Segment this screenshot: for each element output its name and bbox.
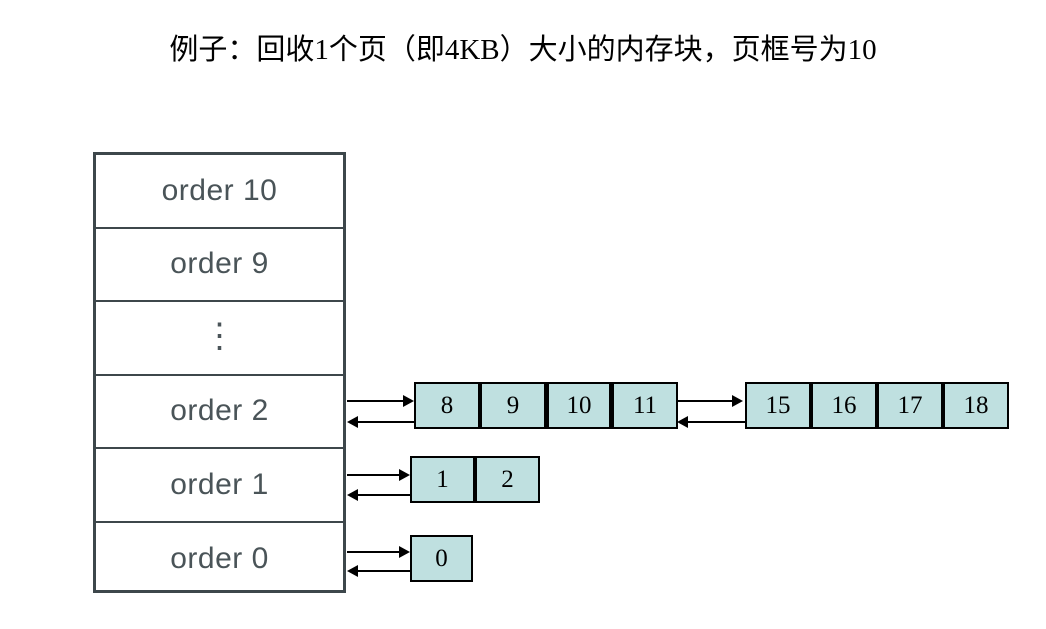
- arrowhead-order0-out: [399, 546, 410, 558]
- arrow-line-order1-out: [347, 474, 401, 476]
- arrow-line-order0-out: [347, 551, 401, 553]
- order-row-label: order 2: [170, 394, 269, 428]
- vertical-ellipsis-icon: ⋮: [202, 316, 237, 355]
- page-frame-box[interactable]: 0: [410, 535, 473, 582]
- arrowhead-order2-group-forward: [732, 395, 743, 407]
- order-row-9: order 9: [96, 229, 343, 302]
- order-table: order 10 order 9 ⋮ order 2 order 1 order…: [93, 152, 346, 593]
- order-row-ellipsis: ⋮: [96, 302, 343, 376]
- page-frame-box[interactable]: 15: [745, 382, 811, 429]
- arrowhead-order1-out: [399, 469, 410, 481]
- order-row-label: order 9: [170, 247, 269, 281]
- page-frame-box[interactable]: 17: [877, 382, 943, 429]
- order-row-label: order 0: [170, 542, 269, 576]
- arrow-line-order2-group-forward: [676, 400, 734, 402]
- page-frame-box[interactable]: 8: [414, 382, 480, 429]
- arrowhead-order0-in: [347, 565, 358, 577]
- page-frame-box[interactable]: 9: [480, 382, 546, 429]
- page-frame-box[interactable]: 16: [811, 382, 877, 429]
- arrow-line-order2-in: [358, 421, 414, 423]
- free-list-order1-group-a: 1 2: [410, 456, 540, 503]
- page-frame-box[interactable]: 11: [612, 382, 678, 429]
- arrowhead-order1-in: [347, 489, 358, 501]
- page-frame-box[interactable]: 1: [410, 456, 475, 503]
- order-row-0: order 0: [96, 523, 343, 597]
- page-title: 例子：回收1个页（即4KB）大小的内存块，页框号为10: [169, 34, 877, 66]
- order-row-2: order 2: [96, 376, 343, 449]
- page-frame-box[interactable]: 2: [475, 456, 540, 503]
- order-row-label: order 10: [161, 173, 278, 207]
- arrow-line-order2-out: [347, 400, 405, 402]
- arrowhead-order2-in: [347, 416, 358, 428]
- order-row-1: order 1: [96, 449, 343, 523]
- order-row-label: order 1: [170, 467, 269, 501]
- free-list-order2-group-a: 8 9 10 11: [414, 382, 678, 429]
- free-list-order0-group-a: 0: [410, 535, 473, 582]
- arrowhead-order2-group-back: [677, 416, 688, 428]
- arrow-line-order1-in: [358, 494, 410, 496]
- page-frame-box[interactable]: 18: [943, 382, 1009, 429]
- arrowhead-order2-out: [403, 395, 414, 407]
- arrow-line-order2-group-back: [688, 421, 745, 423]
- free-list-order2-group-b: 15 16 17 18: [745, 382, 1009, 429]
- arrow-line-order0-in: [358, 570, 410, 572]
- page-frame-box-highlighted[interactable]: 10: [546, 382, 612, 429]
- order-row-10: order 10: [96, 155, 343, 229]
